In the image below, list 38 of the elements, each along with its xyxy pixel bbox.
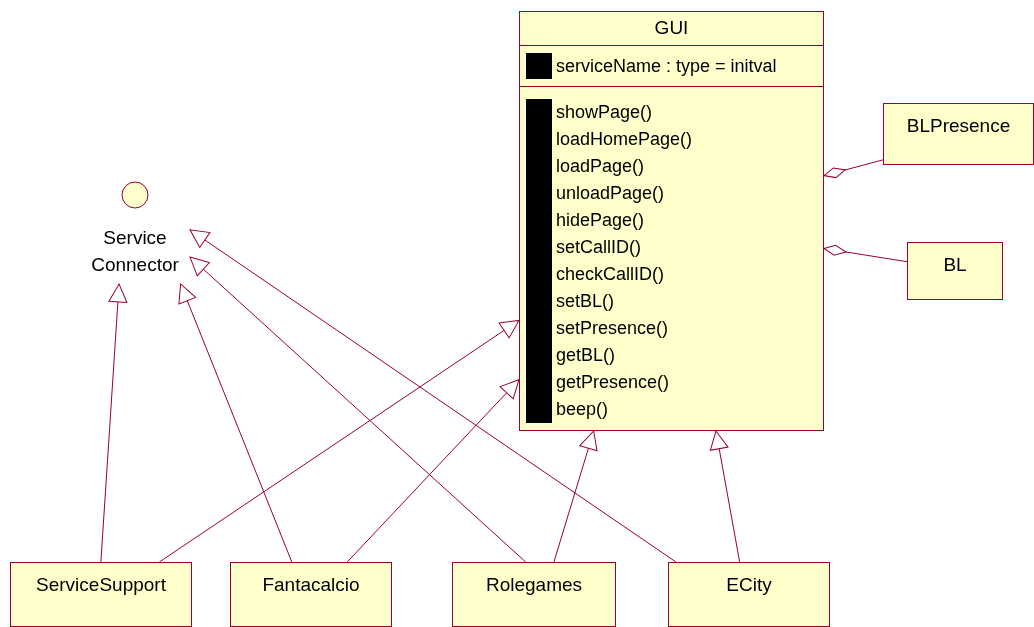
method-text: hidePage() (556, 209, 646, 232)
method-text: beep() (556, 398, 610, 421)
generalization-arrow (189, 229, 677, 563)
method-text: showPage() (556, 101, 654, 124)
generalization-arrow (709, 430, 741, 563)
method-text: loadPage() (556, 155, 646, 178)
class-box (452, 562, 616, 627)
method-text: getPresence() (556, 371, 671, 394)
method-text: setBL() (556, 290, 616, 313)
class-box (230, 562, 392, 627)
method-text: setCallID() (556, 236, 642, 259)
attribute-text: serviceName : type = initval (556, 54, 777, 78)
method-text: setPresence() (556, 317, 670, 340)
class-box (907, 242, 1003, 300)
aggregation-line (823, 244, 908, 263)
generalization-arrow (189, 256, 527, 563)
class-name: Rolegames (485, 573, 583, 597)
class-name: ServiceSupport (36, 573, 166, 597)
aggregation-line (823, 159, 884, 179)
method-text: checkCallID() (556, 263, 666, 286)
class-box (883, 103, 1034, 165)
class-name: BLPresence (906, 114, 1011, 138)
class-box (519, 11, 824, 431)
generalization-arrow (346, 379, 520, 563)
class-name: GUI (520, 12, 823, 46)
generalization-arrow (178, 283, 293, 563)
interface-name: Service Connector (90, 226, 180, 277)
method-text: loadHomePage() (556, 128, 693, 151)
class-box (10, 562, 192, 627)
method-text: getBL() (556, 344, 617, 367)
generalization-arrow (100, 283, 128, 563)
class-box (668, 562, 830, 627)
method-text: unloadPage() (556, 182, 666, 205)
generalization-arrow (158, 319, 520, 563)
class-name: BL (943, 253, 967, 277)
generalization-arrow (553, 430, 598, 563)
class-name: Fantacalcio (262, 573, 360, 597)
class-name: ECity (726, 573, 772, 597)
